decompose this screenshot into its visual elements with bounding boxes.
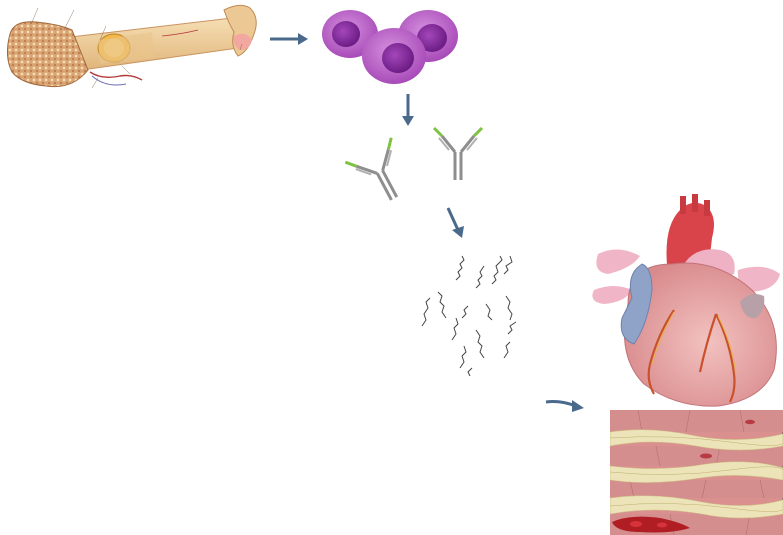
fibril bbox=[504, 256, 512, 274]
amyloid-fibrils-illustration bbox=[418, 248, 530, 378]
fibril bbox=[460, 346, 466, 368]
fibril bbox=[462, 306, 468, 318]
fibril bbox=[422, 298, 430, 326]
fibril bbox=[438, 292, 446, 318]
plasma-cell bbox=[362, 28, 426, 84]
antibodies-illustration bbox=[342, 120, 498, 212]
arrow-right-icon bbox=[268, 30, 310, 48]
bone-marrow-illustration bbox=[2, 0, 264, 98]
fibril bbox=[492, 256, 502, 284]
antibody-icon bbox=[434, 128, 482, 180]
fibril bbox=[504, 342, 510, 358]
plasma-cells-illustration bbox=[318, 0, 464, 88]
arrow-curved-icon bbox=[544, 394, 588, 416]
antibody-icon bbox=[345, 138, 417, 211]
fibril bbox=[508, 322, 516, 334]
myocardium-tissue-illustration bbox=[610, 410, 783, 535]
arrow-diagonal-icon bbox=[444, 206, 470, 240]
fibril bbox=[468, 368, 472, 376]
fibril bbox=[456, 256, 464, 280]
fibril bbox=[476, 266, 484, 288]
fibril bbox=[506, 296, 512, 320]
fibril bbox=[476, 330, 484, 358]
fibril bbox=[486, 304, 492, 320]
heart-illustration bbox=[588, 194, 783, 409]
fibril bbox=[452, 318, 458, 340]
